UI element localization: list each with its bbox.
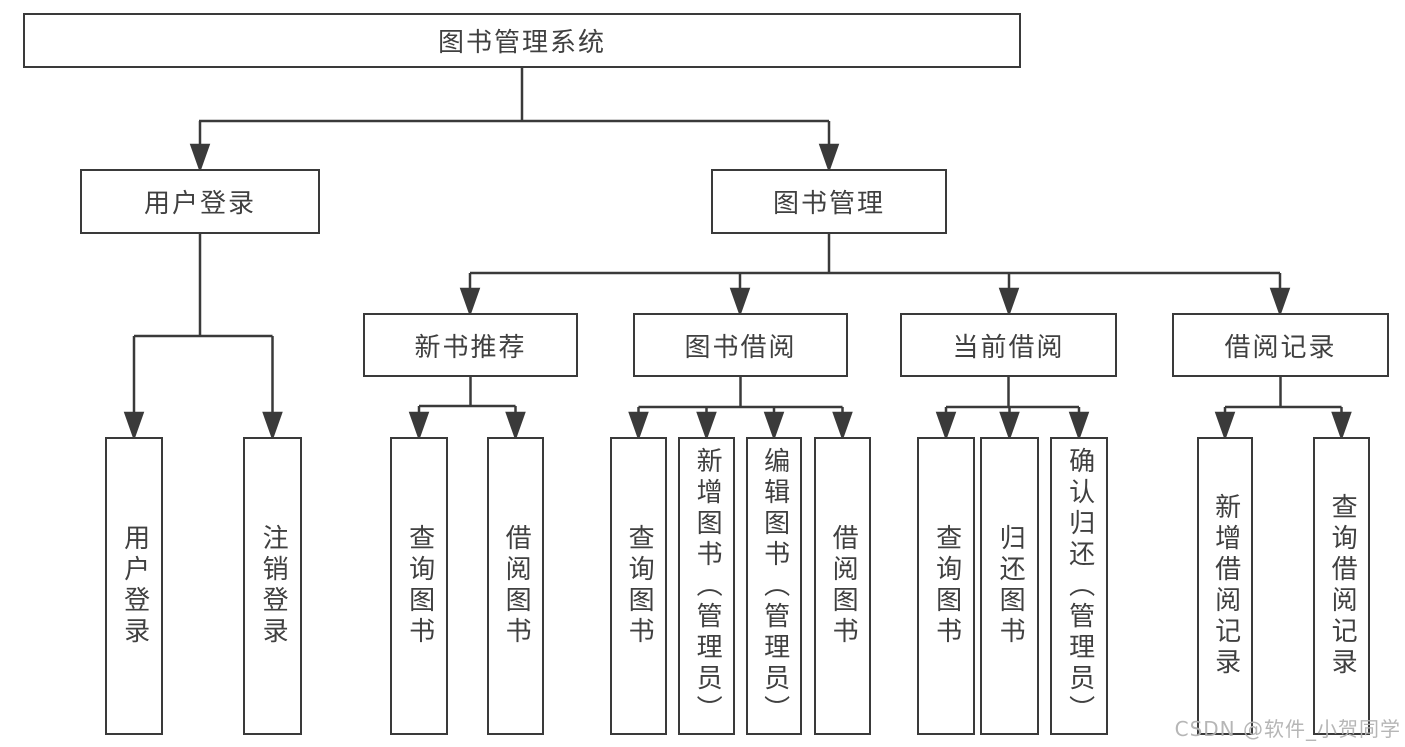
node-book-management: 图书管理 xyxy=(711,169,947,234)
leaf-add-borrow-record: 新增借阅记录 xyxy=(1197,437,1253,735)
leaf-borrow-books: 借阅图书 xyxy=(814,437,871,735)
connector-user-login-children xyxy=(123,234,283,441)
arrowhead-icon xyxy=(505,411,526,441)
node-root-label: 图书管理系统 xyxy=(437,28,606,58)
leaf-add-borrow-record-label: 新增借阅记录 xyxy=(1210,493,1241,679)
node-user-login: 用户登录 xyxy=(80,169,320,234)
connector-book-mgmt-children xyxy=(459,234,1291,317)
leaf-edit-books-admin: 编辑图书（管理员） xyxy=(746,437,802,735)
leaf-logout-label: 注销登录 xyxy=(258,524,289,648)
arrowhead-icon xyxy=(935,411,957,441)
node-current-borrowing: 当前借阅 xyxy=(900,313,1117,377)
leaf-add-books-admin-label: 新增图书（管理员） xyxy=(692,446,723,726)
node-book-management-label: 图书管理 xyxy=(772,189,885,219)
leaf-return-books: 归还图书 xyxy=(980,437,1039,735)
leaf-user-login: 用户登录 xyxy=(105,437,163,735)
leaf-query-books-current-label: 查询图书 xyxy=(931,524,962,648)
leaf-edit-books-admin-label: 编辑图书（管理员） xyxy=(759,446,790,726)
connector-current-children xyxy=(935,377,1090,441)
leaf-borrow-books-recommend-label: 借阅图书 xyxy=(501,524,532,648)
arrowhead-icon xyxy=(763,411,785,441)
node-borrowing-records: 借阅记录 xyxy=(1172,313,1389,377)
arrowhead-icon xyxy=(628,411,649,441)
arrowhead-icon xyxy=(1068,411,1090,441)
leaf-query-books-current: 查询图书 xyxy=(917,437,975,735)
leaf-user-login-label: 用户登录 xyxy=(119,524,150,648)
node-new-book-recommend: 新书推荐 xyxy=(363,313,578,377)
arrowhead-icon xyxy=(999,411,1020,441)
arrowhead-icon xyxy=(832,411,853,441)
arrowhead-icon xyxy=(459,287,481,317)
node-book-borrowing-label: 图书借阅 xyxy=(684,332,797,363)
arrowhead-icon xyxy=(1269,287,1291,317)
leaf-query-borrow-record-label: 查询借阅记录 xyxy=(1327,493,1358,679)
node-root: 图书管理系统 xyxy=(23,13,1021,68)
connector-root-to-level2 xyxy=(189,68,840,173)
leaf-confirm-return-admin-label: 确认归还（管理员） xyxy=(1064,446,1095,726)
leaf-query-books-borrowing-label: 查询图书 xyxy=(624,524,655,648)
leaf-borrow-books-label: 借阅图书 xyxy=(828,524,859,648)
leaf-add-books-admin: 新增图书（管理员） xyxy=(678,437,735,735)
leaf-query-books-borrowing: 查询图书 xyxy=(610,437,667,735)
arrowhead-icon xyxy=(123,411,145,441)
node-borrowing-records-label: 借阅记录 xyxy=(1224,332,1337,363)
leaf-query-books-recommend: 查询图书 xyxy=(390,437,448,735)
arrowhead-icon xyxy=(696,411,717,441)
connector-records-children xyxy=(1214,377,1352,441)
leaf-borrow-books-recommend: 借阅图书 xyxy=(487,437,544,735)
node-current-borrowing-label: 当前借阅 xyxy=(952,332,1065,363)
leaf-logout: 注销登录 xyxy=(243,437,302,735)
leaf-return-books-label: 归还图书 xyxy=(995,524,1026,648)
connector-borrow-children xyxy=(628,377,853,441)
arrowhead-icon xyxy=(408,411,430,441)
connector-new-book-children xyxy=(408,377,526,441)
arrowhead-icon xyxy=(998,287,1020,317)
arrowhead-icon xyxy=(1331,411,1352,441)
node-book-borrowing: 图书借阅 xyxy=(633,313,848,377)
arrowhead-icon xyxy=(729,287,751,317)
arrowhead-icon xyxy=(1214,411,1236,441)
node-new-book-recommend-label: 新书推荐 xyxy=(414,332,527,363)
leaf-query-borrow-record: 查询借阅记录 xyxy=(1313,437,1370,735)
leaf-query-books-recommend-label: 查询图书 xyxy=(404,524,435,648)
arrowhead-icon xyxy=(189,143,211,173)
arrowhead-icon xyxy=(818,143,840,173)
node-user-login-label: 用户登录 xyxy=(143,189,256,219)
arrowhead-icon xyxy=(262,411,283,441)
leaf-confirm-return-admin: 确认归还（管理员） xyxy=(1050,437,1108,735)
csdn-watermark: CSDN @软件_小贺同学 xyxy=(1174,717,1401,741)
